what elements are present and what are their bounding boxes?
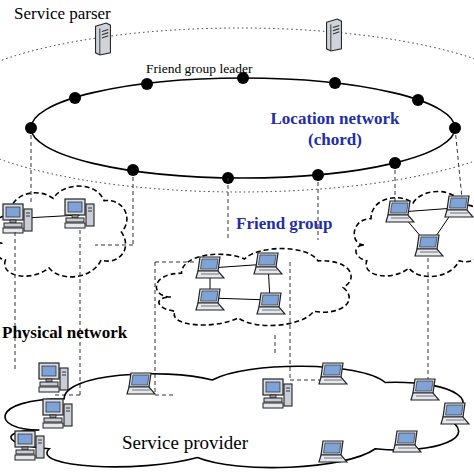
laptop-icon: [254, 253, 282, 274]
laptop-icon: [127, 373, 155, 394]
laptop-icon: [386, 201, 414, 222]
parser-label: Service parser: [14, 4, 111, 24]
server-icon: [327, 19, 342, 51]
laptop-icon: [257, 293, 285, 314]
chord-node-dots: [25, 72, 461, 184]
laptop-icon: [415, 235, 443, 256]
mapping-lines: [15, 128, 462, 395]
network-title: Location network (chord): [245, 108, 425, 151]
friend-group-cloud: Friend group: [150, 240, 360, 335]
desktop-icon: [39, 363, 68, 392]
mapping-connector: [228, 178, 229, 240]
desktop-icon: [3, 204, 32, 233]
desktop-icon: [43, 399, 72, 428]
laptop-icon: [319, 363, 347, 384]
friend-group-cloud-outline: [150, 240, 360, 335]
location-ring: Location network (chord): [31, 78, 455, 178]
desktop-icon: [65, 199, 94, 228]
location-ring-shape: [31, 78, 455, 178]
peer-cloud: [354, 191, 474, 276]
provider-cloud: Service provider: [0, 355, 474, 474]
group-title: Friend group: [236, 213, 333, 234]
friend-group-cloud-shape: [156, 249, 351, 326]
laptop-icon: [411, 379, 439, 400]
laptop-icon: [196, 257, 224, 278]
laptop-icon: [319, 441, 347, 462]
peer-cloud: [0, 186, 127, 277]
outer-ring: [0, 28, 474, 192]
desktop-icon: [263, 379, 292, 408]
server-icon: [96, 23, 111, 55]
link-line: [210, 264, 270, 300]
mapping-connector: [275, 335, 276, 355]
provider-title: Service provider: [122, 431, 248, 455]
laptop-icon: [445, 196, 473, 217]
provider-cloud-outline: [0, 355, 474, 474]
leader-label: Friend group leader: [146, 61, 252, 77]
laptop-icon: [196, 289, 224, 310]
physical-label: Physical network: [2, 323, 127, 343]
provider-cloud-shape: [5, 366, 463, 467]
